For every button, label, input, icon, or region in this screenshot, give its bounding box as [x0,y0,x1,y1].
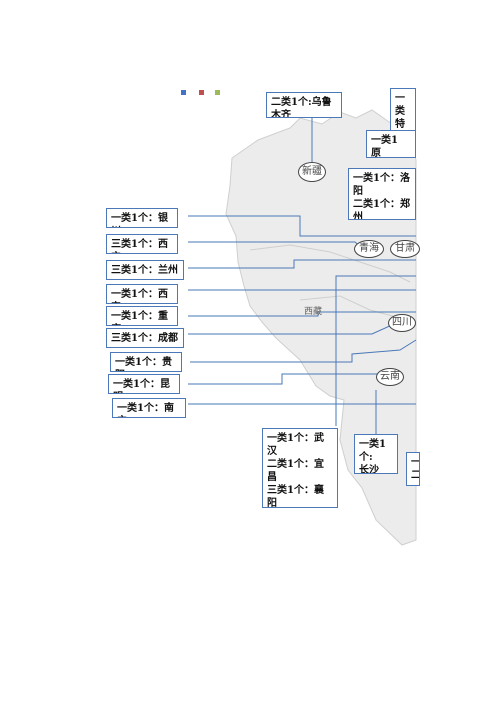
label-line: 一类1个：南宁 [117,403,174,417]
label-line: 三类1个：襄阳 [267,485,324,508]
label-line: 二类1个：郑州 [353,199,410,220]
province-sichuan: 四川 [388,314,416,332]
label-xining: 三类1个：西宁 [106,234,178,254]
label-line: 二类1个：宜昌 [267,459,324,483]
label-wuhan: 一类1个：武汉二类1个：宜昌三类1个：襄阳 [262,428,338,508]
province-yunnan-label: 云南 [380,371,400,382]
connector-wuhan [335,275,416,426]
label-line: 一类1个：武汉 [267,433,324,457]
label-taiyuan: 一类1 原 [366,130,416,158]
label-line: 三类1个：成都 [111,333,178,344]
label-line: 长沙 [359,465,379,474]
province-gansu: 甘肃 [390,240,420,258]
label-changsha: 一类1个: 长沙 [354,434,398,474]
label-line: 三类1个：兰州 [111,265,178,276]
label-chongqing: 一类1个：重庆 [106,306,178,326]
connector-chengdu [188,323,395,335]
label-line: 一类1个：贵阳 [115,357,172,371]
label-luoyang: 一类1个：洛阳二类1个：郑州 [348,168,416,220]
label-chengdu: 三类1个：成都 [106,328,184,348]
legend-dot-green [215,90,220,95]
province-qinghai: 青海 [354,240,384,258]
label-line: 二 [411,470,420,481]
connector-yinchuan [188,215,416,237]
label-line: 一类1个：昆明 [113,379,170,393]
label-nanning: 一类1个：南宁 [112,398,186,418]
label-line: 原 [371,148,381,158]
label-line: 特 [395,119,405,130]
label-line: 一类 [395,93,405,117]
label-line: 一类1个：洛阳 [353,173,410,197]
label-line: 三类1个：西宁 [111,239,168,253]
province-xinjiang-label: 新疆 [302,166,322,177]
legend-dot-red [199,90,204,95]
province-qinghai-label: 青海 [359,243,379,254]
province-xinjiang: 新疆 [298,162,326,182]
map-inner-border [249,244,411,319]
connector-lanzhou [188,259,416,269]
label-partial-right: 一二 [406,452,420,486]
label-guiyang: 一类1个：贵阳 [110,352,182,372]
region-xizang-label: 西藏 [304,307,323,317]
label-line: 二类1个:乌鲁木齐 [271,97,332,118]
label-line: 一类1个：西安 [111,289,168,303]
label-hohhot: 一类特二类 [390,88,416,132]
label-xian: 一类1个：西安 [106,284,178,304]
connector-guiyang [190,339,417,363]
label-urumqi: 二类1个:乌鲁木齐 [266,92,342,118]
label-lanzhou: 三类1个：兰州 [106,260,184,280]
label-line: 一类1个: [359,439,386,463]
province-sichuan-label: 四川 [392,317,412,328]
label-yinchuan: 一类1个：银川 [106,208,178,228]
label-line: 一类1 [371,135,398,146]
legend-dot-blue [181,90,186,95]
connector-kunming [188,373,380,385]
label-line: 一 [411,457,420,468]
province-gansu-label: 甘肃 [395,243,415,254]
province-yunnan: 云南 [376,368,404,386]
connector-chongqing [188,311,416,317]
label-kunming: 一类1个：昆明 [108,374,180,394]
label-line: 一类1个：重庆 [111,311,168,325]
label-line: 一类1个：银川 [111,213,168,227]
